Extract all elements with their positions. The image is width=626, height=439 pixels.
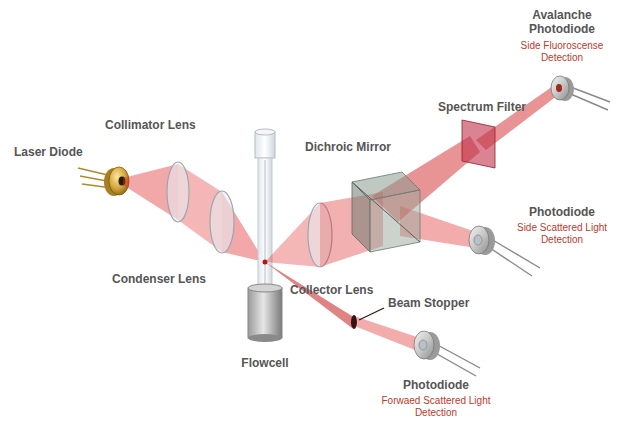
beam-stopper [351, 315, 357, 329]
part-label: Collimator Lens [105, 118, 196, 132]
detection-note: Side Scattered Light Detection [508, 222, 616, 246]
part-label: Avalanche Photodiode [517, 8, 607, 37]
flowcell [248, 129, 282, 342]
dichroic-mirror [352, 172, 420, 252]
avalanche-photodiode [551, 76, 610, 110]
part-label: Photodiode [529, 205, 595, 219]
part-label: Collector Lens [290, 283, 373, 297]
detection-note: Side Fluoroscense Detection [512, 40, 612, 64]
side-photodiode [469, 226, 540, 276]
forward-beam [357, 317, 420, 352]
part-label: Spectrum Filter [438, 100, 526, 114]
part-label: Dichroic Mirror [305, 140, 391, 154]
forward-photodiode [414, 331, 480, 376]
part-label: Flowcell [241, 356, 288, 370]
part-label: Photodiode [403, 378, 469, 392]
collimator-lens [167, 162, 189, 222]
part-label: Condenser Lens [112, 272, 206, 286]
detection-note: Forwaed Scattered Light Detection [374, 395, 499, 419]
condenser-lens [210, 191, 234, 253]
spectrum-filter [462, 120, 495, 168]
leader-line [359, 308, 384, 320]
laser-beam [123, 164, 265, 262]
laser-diode [78, 167, 129, 196]
part-label: Laser Diode [14, 145, 83, 159]
part-label: Beam Stopper [388, 296, 469, 310]
